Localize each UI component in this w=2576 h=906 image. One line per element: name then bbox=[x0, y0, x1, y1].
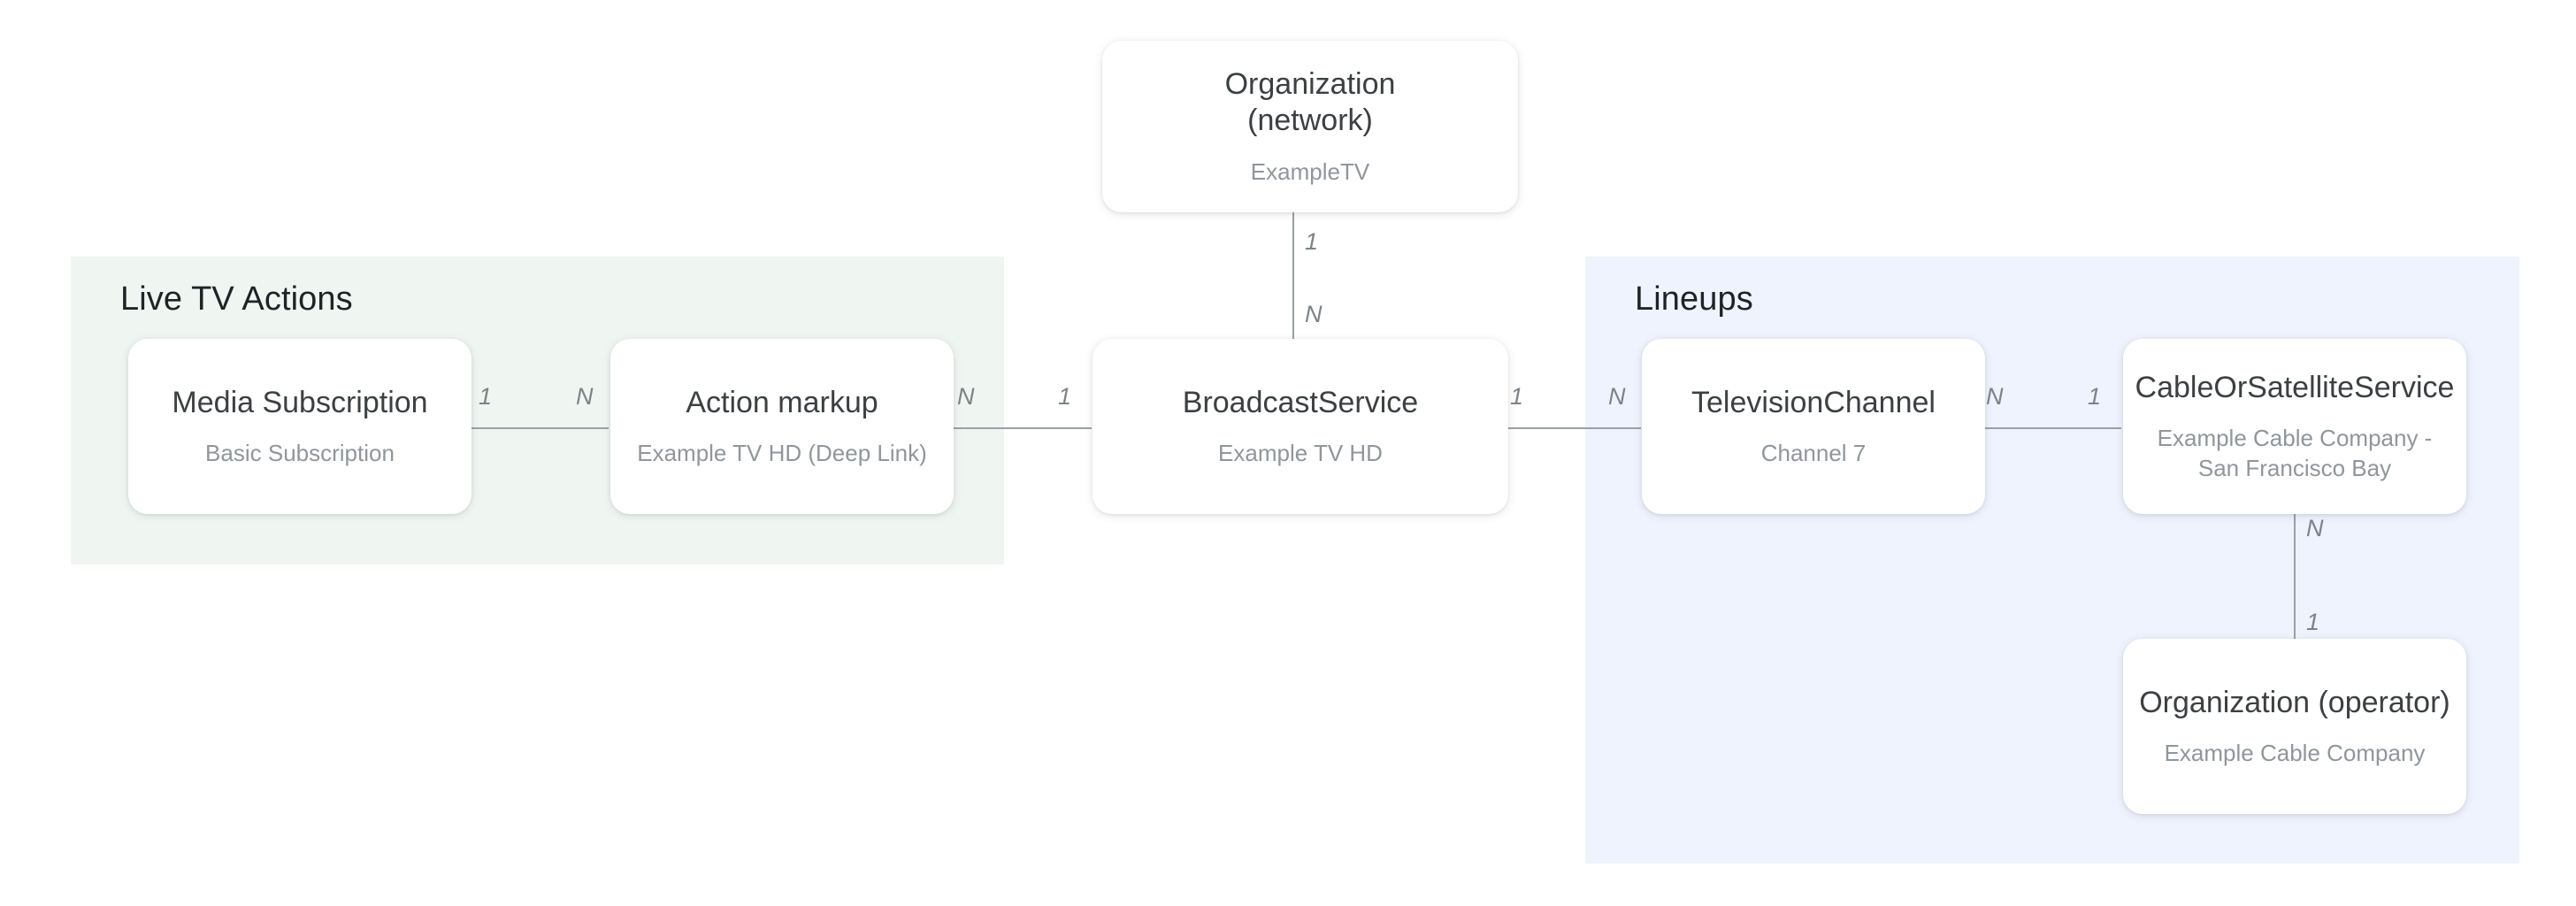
node-title-action-markup: Action markup bbox=[686, 385, 878, 419]
cardinality-cable-or-satellite-service-left-1: 1 bbox=[2088, 383, 2102, 410]
node-subtitle-media-subscription: Basic Subscription bbox=[205, 440, 395, 467]
cardinality-television-channel-left-n: N bbox=[1608, 383, 1626, 410]
node-title-organization-network: Organization (network) bbox=[1224, 66, 1396, 138]
cardinality-media-subscription-1: 1 bbox=[479, 383, 493, 410]
cardinality-broadcast-service-right-1: 1 bbox=[1510, 383, 1524, 410]
node-media-subscription[interactable]: Media Subscription Basic Subscription bbox=[128, 339, 472, 514]
cardinality-org-network-to-broadcast-n: N bbox=[1305, 301, 1322, 327]
node-subtitle-action-markup: Example TV HD (Deep Link) bbox=[637, 440, 927, 467]
cardinality-cable-or-satellite-service-bottom-n: N bbox=[2306, 515, 2324, 541]
node-television-channel[interactable]: TelevisionChannel Channel 7 bbox=[1642, 339, 1985, 514]
node-subtitle-organization-network: ExampleTV bbox=[1250, 157, 1370, 185]
node-cable-or-satellite-service[interactable]: CableOrSatelliteService Example Cable Co… bbox=[2123, 339, 2466, 514]
edge-media-subscription-action-markup bbox=[464, 427, 609, 429]
edge-organization-network-broadcast-service bbox=[1292, 211, 1294, 343]
cardinality-action-markup-right-n: N bbox=[957, 383, 975, 410]
node-title-television-channel: TelevisionChannel bbox=[1691, 385, 1936, 419]
node-subtitle-organization-operator: Example Cable Company bbox=[2164, 740, 2426, 767]
node-action-markup[interactable]: Action markup Example TV HD (Deep Link) bbox=[610, 339, 954, 514]
node-subtitle-television-channel: Channel 7 bbox=[1760, 440, 1867, 467]
group-title-lineups: Lineups bbox=[1635, 280, 1753, 318]
edge-action-markup-broadcast-service bbox=[943, 427, 1092, 429]
node-title-cable-or-satellite-service: CableOrSatelliteService bbox=[2135, 371, 2455, 404]
node-subtitle-cable-or-satellite-service: Example Cable Company - San Francisco Ba… bbox=[2157, 425, 2433, 481]
node-subtitle-broadcast-service: Example TV HD bbox=[1218, 440, 1383, 467]
node-broadcast-service[interactable]: BroadcastService Example TV HD bbox=[1092, 339, 1508, 514]
cardinality-action-markup-left-n: N bbox=[576, 383, 594, 410]
group-title-live-tv-actions: Live TV Actions bbox=[120, 280, 353, 318]
node-title-broadcast-service: BroadcastService bbox=[1182, 385, 1419, 419]
node-organization-operator[interactable]: Organization (operator) Example Cable Co… bbox=[2123, 639, 2466, 814]
cardinality-organization-operator-top-1: 1 bbox=[2306, 609, 2320, 635]
edge-television-channel-cable-or-satellite-service bbox=[1971, 427, 2121, 429]
edge-cable-or-satellite-service-organization-operator bbox=[2294, 506, 2296, 639]
cardinality-broadcast-service-left-1: 1 bbox=[1058, 383, 1072, 410]
node-title-media-subscription: Media Subscription bbox=[172, 385, 428, 419]
node-organization-network[interactable]: Organization (network) ExampleTV bbox=[1102, 41, 1518, 212]
cardinality-television-channel-right-n: N bbox=[1986, 383, 2004, 410]
edge-broadcast-service-television-channel bbox=[1495, 427, 1641, 429]
cardinality-org-network-to-broadcast-1: 1 bbox=[1305, 228, 1319, 255]
node-title-organization-operator: Organization (operator) bbox=[2139, 685, 2450, 719]
